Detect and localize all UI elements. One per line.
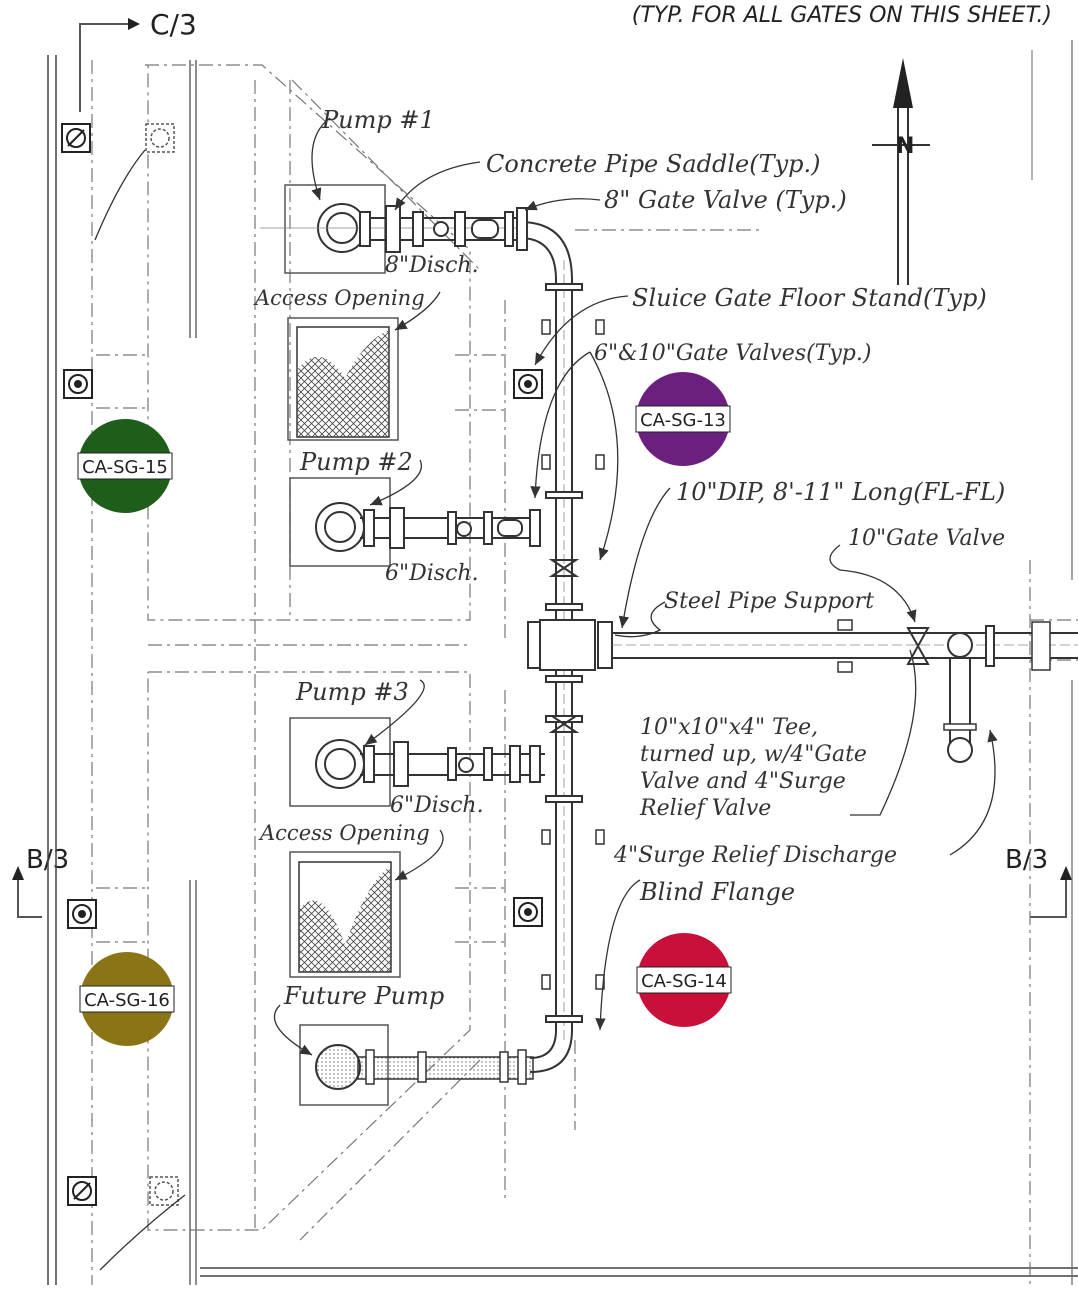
floor-stand-symbol: [61, 123, 91, 153]
floor-stand-symbol: [67, 899, 97, 929]
floor-stand-symbol: [149, 1176, 179, 1206]
floor-stand-symbol: [513, 369, 543, 399]
floor-stand-symbol: [513, 897, 543, 927]
label-access2: Access Opening: [258, 821, 430, 845]
label-tee-line1: 10"x10"x4" Tee,: [640, 715, 818, 740]
label-pump2: Pump #2: [299, 448, 413, 476]
gate-tag-ca-sg-13: CA-SG-13: [635, 372, 731, 466]
floor-stand-symbol: [63, 369, 93, 399]
label-disch6a: 6"Disch.: [385, 561, 479, 586]
gate-tag-label: CA-SG-15: [82, 457, 168, 478]
pump-pads: [284, 184, 391, 1106]
gate-tag-ca-sg-16: CA-SG-16: [79, 952, 175, 1046]
discharge-header-pipe: [519, 221, 605, 1073]
floor-stand-symbol: [145, 123, 175, 153]
label-gate8: 8" Gate Valve (Typ.): [604, 186, 847, 214]
gate-tag-label: CA-SG-16: [84, 990, 170, 1011]
label-tee-line3: Valve and 4"Surge: [640, 769, 846, 794]
building-walls: [47, 40, 1078, 1285]
tee-and-10in-line: [527, 619, 1078, 763]
gate-tag-ca-sg-14: CA-SG-14: [636, 933, 732, 1027]
gate-tag-ca-sg-15: CA-SG-15: [77, 419, 173, 513]
pump-discharge-lines: [260, 203, 545, 1090]
leader-lines: [94, 117, 998, 1271]
north-arrow: N: [872, 58, 930, 285]
north-label: N: [896, 134, 914, 159]
label-pump1: Pump #1: [321, 106, 435, 134]
label-surge-discharge: 4"Surge Relief Discharge: [613, 843, 897, 868]
label-saddle: Concrete Pipe Saddle(Typ.): [486, 150, 821, 178]
sluice-gate-floor-stands: [61, 123, 543, 1206]
annotations: Pump #1 Concrete Pipe Saddle(Typ.) 8" Ga…: [253, 106, 1005, 1010]
label-disch6b: 6"Disch.: [390, 793, 484, 818]
label-future-pump: Future Pump: [283, 982, 444, 1010]
access-openings: [287, 317, 401, 978]
header-note: (TYP. FOR ALL GATES ON THIS SHEET.): [632, 3, 1052, 28]
gate-tag-label: CA-SG-13: [640, 410, 726, 431]
label-tee-line2: turned up, w/4"Gate: [640, 742, 867, 767]
label-blind-flange: Blind Flange: [639, 878, 795, 906]
label-steel-support: Steel Pipe Support: [664, 589, 874, 614]
section-mark-c3: C/3: [79, 8, 197, 112]
label-tee-line4: Relief Valve: [639, 796, 771, 821]
section-mark-b3-left: B/3: [12, 845, 69, 918]
section-label-c3: C/3: [150, 8, 197, 41]
label-sluice: Sluice Gate Floor Stand(Typ): [632, 284, 987, 312]
gate-tag-label: CA-SG-14: [641, 971, 727, 992]
label-pump3: Pump #3: [295, 678, 409, 706]
label-disch8: 8"Disch.: [385, 253, 479, 278]
label-dip: 10"DIP, 8'-11" Long(FL-FL): [676, 478, 1005, 506]
label-access1: Access Opening: [253, 286, 425, 310]
label-gate10: 10"Gate Valve: [848, 526, 1005, 551]
section-label-b3-right: B/3: [1005, 845, 1048, 875]
wet-well-outlines: [91, 60, 1078, 1285]
floor-stand-symbol: [67, 1176, 97, 1206]
section-mark-b3-right: B/3: [1005, 845, 1072, 918]
label-gate610: 6"&10"Gate Valves(Typ.): [594, 341, 871, 366]
